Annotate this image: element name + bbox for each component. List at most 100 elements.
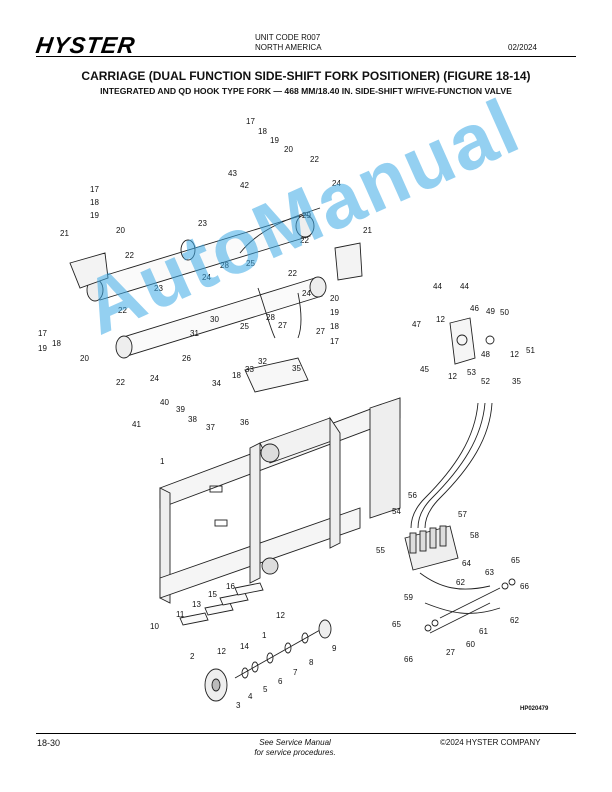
header-rule — [36, 56, 576, 57]
svg-text:25: 25 — [240, 322, 249, 331]
svg-text:27: 27 — [316, 327, 325, 336]
svg-text:65: 65 — [511, 556, 520, 565]
svg-text:64: 64 — [462, 559, 471, 568]
svg-text:9: 9 — [332, 644, 337, 653]
svg-text:48: 48 — [481, 350, 490, 359]
svg-text:19: 19 — [330, 308, 339, 317]
svg-text:47: 47 — [412, 320, 421, 329]
svg-text:62: 62 — [456, 578, 465, 587]
svg-text:1: 1 — [262, 631, 267, 640]
service-note-line1: See Service Manual — [259, 738, 331, 747]
svg-text:19: 19 — [90, 211, 99, 220]
svg-text:3: 3 — [236, 701, 241, 710]
svg-text:15: 15 — [208, 590, 217, 599]
left-bracket — [69, 252, 109, 289]
svg-text:27: 27 — [278, 321, 287, 330]
svg-text:21: 21 — [363, 226, 372, 235]
hose-mid — [257, 287, 276, 339]
svg-text:66: 66 — [404, 655, 413, 664]
svg-text:2: 2 — [190, 652, 195, 661]
sensor-bracket — [449, 317, 495, 365]
unit-code-block: UNIT CODE R007 NORTH AMERICA — [255, 33, 322, 53]
svg-text:12: 12 — [217, 647, 226, 656]
svg-text:20: 20 — [330, 294, 339, 303]
page-header: HYSTER UNIT CODE R007 NORTH AMERICA 02/2… — [0, 0, 612, 60]
svg-text:27: 27 — [446, 648, 455, 657]
svg-text:26: 26 — [182, 354, 191, 363]
svg-text:1: 1 — [160, 457, 165, 466]
svg-text:12: 12 — [276, 611, 285, 620]
svg-text:66: 66 — [520, 582, 529, 591]
hyster-logo: HYSTER — [34, 32, 138, 58]
svg-text:25: 25 — [246, 259, 255, 268]
svg-text:18: 18 — [90, 198, 99, 207]
svg-text:24: 24 — [332, 179, 341, 188]
header-date: 02/2024 — [508, 43, 537, 52]
svg-text:31: 31 — [190, 329, 199, 338]
svg-text:46: 46 — [470, 304, 479, 313]
svg-text:19: 19 — [38, 344, 47, 353]
svg-text:36: 36 — [240, 418, 249, 427]
fittings — [424, 578, 516, 634]
svg-text:50: 50 — [500, 308, 509, 317]
svg-text:35: 35 — [512, 377, 521, 386]
svg-text:18: 18 — [232, 371, 241, 380]
shim-plates — [179, 582, 264, 626]
svg-text:17: 17 — [38, 329, 47, 338]
svg-text:33: 33 — [245, 365, 254, 374]
svg-text:8: 8 — [309, 658, 314, 667]
svg-text:23: 23 — [154, 284, 163, 293]
footer-rule — [36, 733, 576, 734]
svg-text:52: 52 — [481, 377, 490, 386]
page-number: 18-30 — [37, 738, 61, 748]
svg-text:34: 34 — [212, 379, 221, 388]
svg-text:13: 13 — [192, 600, 201, 609]
page-title: CARRIAGE (DUAL FUNCTION SIDE-SHIFT FORK … — [81, 69, 531, 83]
svg-text:38: 38 — [188, 415, 197, 424]
svg-text:45: 45 — [420, 365, 429, 374]
hydraulic-lines — [410, 402, 501, 614]
svg-text:24: 24 — [150, 374, 159, 383]
hose-upper — [239, 207, 321, 254]
svg-text:58: 58 — [470, 531, 479, 540]
svg-text:55: 55 — [376, 546, 385, 555]
svg-text:49: 49 — [486, 307, 495, 316]
svg-text:61: 61 — [479, 627, 488, 636]
svg-text:22: 22 — [118, 306, 127, 315]
svg-text:57: 57 — [458, 510, 467, 519]
svg-text:22: 22 — [310, 155, 319, 164]
svg-text:44: 44 — [460, 282, 469, 291]
svg-text:24: 24 — [202, 273, 211, 282]
svg-text:54: 54 — [392, 507, 401, 516]
svg-text:21: 21 — [60, 229, 69, 238]
roller-assembly — [204, 619, 332, 702]
svg-text:22: 22 — [288, 269, 297, 278]
svg-text:35: 35 — [292, 364, 301, 373]
svg-text:22: 22 — [116, 378, 125, 387]
carriage-frame — [159, 397, 401, 604]
hose-mid-2 — [297, 292, 302, 339]
svg-text:29: 29 — [302, 211, 311, 220]
svg-text:22: 22 — [300, 236, 309, 245]
svg-text:39: 39 — [176, 405, 185, 414]
svg-text:43: 43 — [228, 169, 237, 178]
svg-text:4: 4 — [248, 692, 253, 701]
svg-text:6: 6 — [278, 677, 283, 686]
svg-text:12: 12 — [436, 315, 445, 324]
svg-text:20: 20 — [116, 226, 125, 235]
svg-text:19: 19 — [270, 136, 279, 145]
right-bracket — [334, 242, 363, 281]
svg-text:28: 28 — [266, 313, 275, 322]
svg-text:10: 10 — [150, 622, 159, 631]
svg-text:56: 56 — [408, 491, 417, 500]
service-note-line2: for service procedures. — [254, 748, 336, 757]
lower-cylinder — [115, 276, 327, 359]
upper-cylinder — [86, 214, 315, 302]
svg-text:14: 14 — [240, 642, 249, 651]
svg-text:40: 40 — [160, 398, 169, 407]
svg-text:28: 28 — [220, 261, 229, 270]
svg-text:17: 17 — [330, 337, 339, 346]
svg-text:63: 63 — [485, 568, 494, 577]
